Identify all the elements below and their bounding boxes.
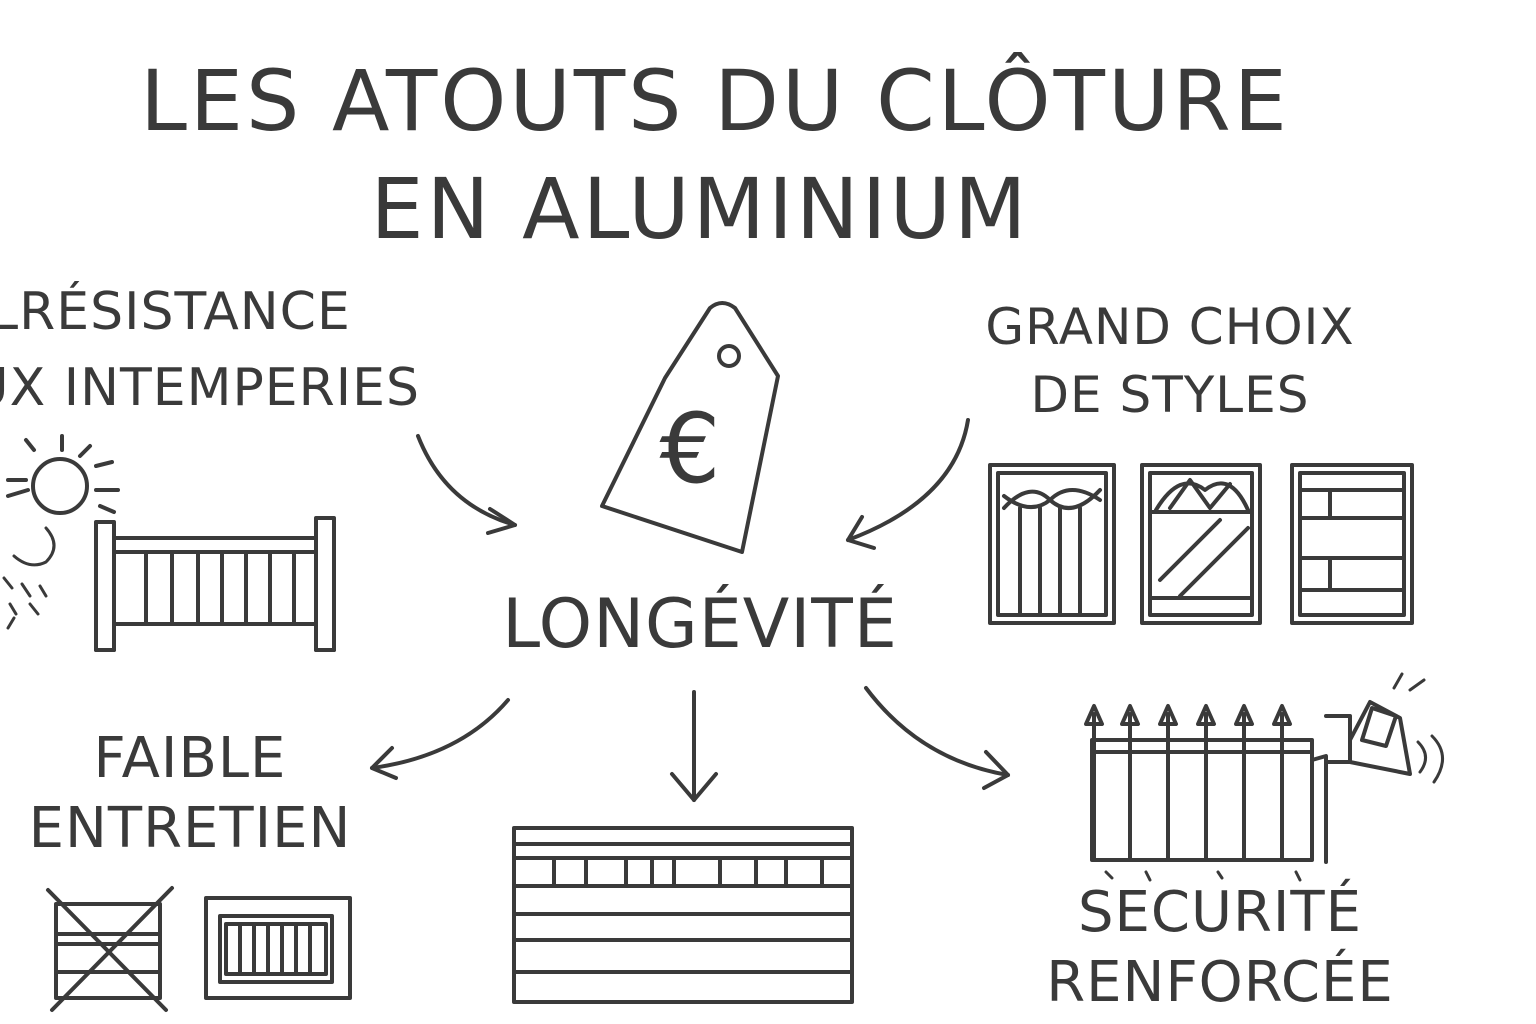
- arrow-longevity-to-security: [866, 688, 1008, 788]
- horizontal-fence-icon: [514, 828, 852, 1002]
- price-tag-icon: €: [602, 303, 778, 552]
- title-line-2: EN ALUMINIUM: [370, 160, 1030, 258]
- spiked-gate-icon: [1086, 706, 1326, 880]
- style-panel-icon: [990, 465, 1412, 623]
- security-label-line-1: SECURITÉ: [1077, 880, 1363, 945]
- resistance-label-line-2: UX INTEMPERIES: [0, 358, 420, 418]
- security-label-line-2: RENFORCÉE: [1046, 950, 1394, 1015]
- fence-panel-icon: [206, 898, 350, 998]
- title-line-1: LES ATOUTS DU CLÔTURE: [140, 52, 1290, 150]
- maintenance-label-line-2: ENTRETIEN: [28, 796, 352, 861]
- arrow-styles-to-longevity: [848, 420, 968, 548]
- styles-label-line-1: GRAND CHOIX: [985, 298, 1355, 356]
- sun-icon: [8, 436, 118, 513]
- maintenance-label-line-1: FAIBLE: [93, 726, 287, 791]
- arrows: [372, 420, 1008, 800]
- fence-panel-icon: [96, 518, 334, 650]
- alarm-icon: [1326, 674, 1443, 782]
- resistance-label-line-1: LRÉSISTANCE: [0, 282, 351, 342]
- rain-icon: [4, 528, 54, 628]
- euro-symbol: €: [659, 393, 720, 505]
- arrow-longevity-to-maintenance: [372, 700, 508, 778]
- arrow-longevity-down: [672, 692, 716, 800]
- styles-label-line-2: DE STYLES: [1030, 366, 1310, 424]
- longevity-label: LONGÉVITÉ: [502, 585, 898, 664]
- crossed-fence-icon: [48, 888, 172, 1010]
- arrow-resistance-to-longevity: [418, 436, 515, 533]
